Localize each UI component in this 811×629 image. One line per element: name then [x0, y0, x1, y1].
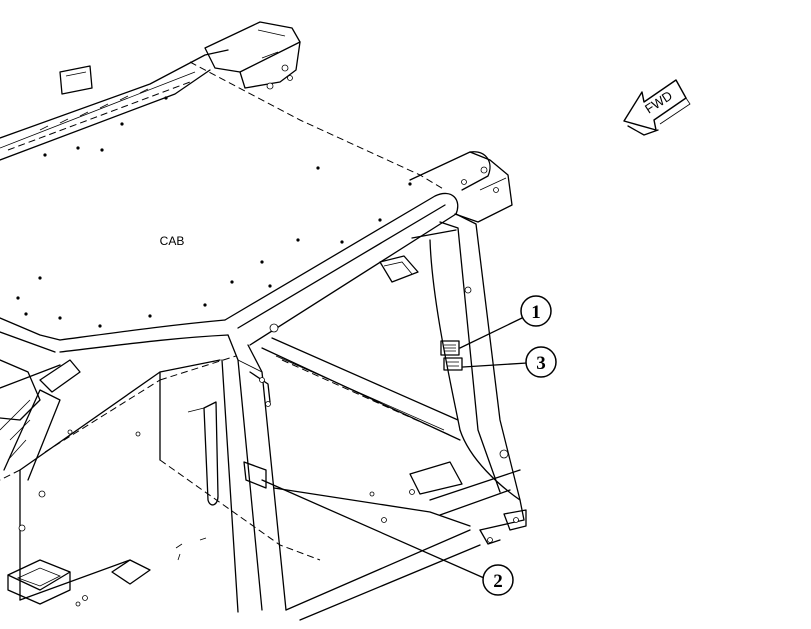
decal-3 [443, 357, 463, 371]
callout-2-number: 2 [493, 571, 503, 592]
decal-1 [440, 340, 460, 356]
cab-lower-frame [0, 359, 321, 607]
callout-3-number: 3 [536, 353, 546, 374]
roof-rivets [16, 96, 412, 328]
cab-roof [0, 49, 459, 353]
callout-3: 3 [525, 346, 557, 378]
front-corner-bracket [409, 151, 513, 223]
callout-1: 1 [520, 295, 552, 327]
cab-label: CAB [160, 234, 185, 248]
decal-group [440, 340, 463, 371]
right-side-frame [159, 213, 527, 621]
callout-2: 2 [482, 564, 514, 596]
rear-corner-bracket [59, 21, 301, 95]
front-pillar [187, 323, 287, 613]
callout-1-number: 1 [531, 302, 541, 323]
fwd-arrow-icon: FWD [623, 79, 691, 136]
leader-lines [261, 317, 528, 579]
